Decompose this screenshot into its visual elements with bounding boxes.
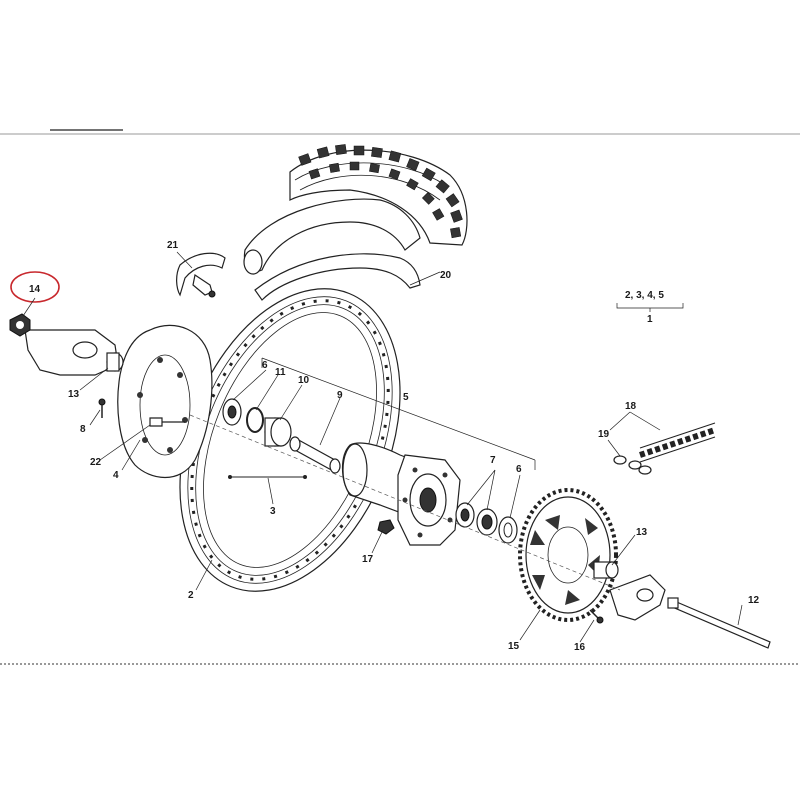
bearing-10	[264, 417, 292, 447]
nut-14	[9, 313, 31, 337]
tube-valve	[176, 252, 226, 298]
callout-5: 5	[403, 392, 409, 403]
callout-16: 16	[574, 642, 586, 653]
callout-2: 2	[188, 590, 194, 601]
callout-6-right: 6	[516, 464, 522, 475]
circlip-11	[246, 407, 264, 433]
callout-7: 7	[490, 455, 496, 466]
callout-11: 11	[275, 367, 286, 378]
bearing-7b	[476, 508, 498, 536]
bolt-8	[98, 398, 106, 418]
rim-strip	[254, 253, 421, 301]
leader-lines	[22, 251, 743, 643]
group-brace	[616, 303, 684, 312]
callout-15: 15	[508, 641, 520, 652]
rear-axle	[667, 597, 771, 649]
callout-20: 20	[440, 270, 452, 281]
inner-tube	[243, 198, 421, 275]
spacer-13-left	[106, 352, 124, 372]
callout-22: 22	[90, 457, 102, 468]
tire	[289, 144, 468, 246]
callout-4: 4	[113, 470, 119, 481]
callout-6-left: 6	[262, 360, 268, 371]
bracket-7	[466, 469, 496, 511]
group-total: 1	[647, 314, 653, 325]
callout-19: 19	[598, 429, 610, 440]
callout-3: 3	[270, 506, 276, 517]
callout-14: 14	[29, 284, 41, 295]
callout-18: 18	[625, 401, 637, 412]
callout-21: 21	[167, 240, 179, 251]
callout-8: 8	[80, 424, 86, 435]
brake-disc	[117, 324, 213, 478]
callout-17: 17	[362, 554, 374, 565]
callout-9: 9	[337, 390, 343, 401]
callout-13-right: 13	[636, 527, 648, 538]
right-chain-adjuster	[609, 574, 666, 621]
callout-10: 10	[298, 375, 310, 386]
assembly-axis	[189, 414, 621, 591]
callout-13-left: 13	[68, 389, 80, 400]
bearing-6-left	[222, 398, 242, 426]
spoke	[228, 475, 307, 479]
bolt-16	[589, 609, 604, 624]
left-chain-adjuster	[24, 329, 119, 376]
callout-12: 12	[748, 595, 760, 606]
master-link-19	[613, 455, 652, 475]
chain	[639, 422, 716, 463]
spacer-9	[289, 436, 341, 474]
disc-bolt	[149, 417, 185, 427]
bolt-17	[377, 519, 395, 535]
spacer-13-right	[593, 561, 619, 579]
highlight-circle	[10, 271, 60, 303]
bracket-5	[261, 357, 536, 470]
seal-6-right	[498, 516, 518, 544]
bearing-7a	[455, 502, 475, 528]
wheel-hub	[341, 442, 461, 546]
group-label: 2, 3, 4, 5	[625, 290, 664, 301]
